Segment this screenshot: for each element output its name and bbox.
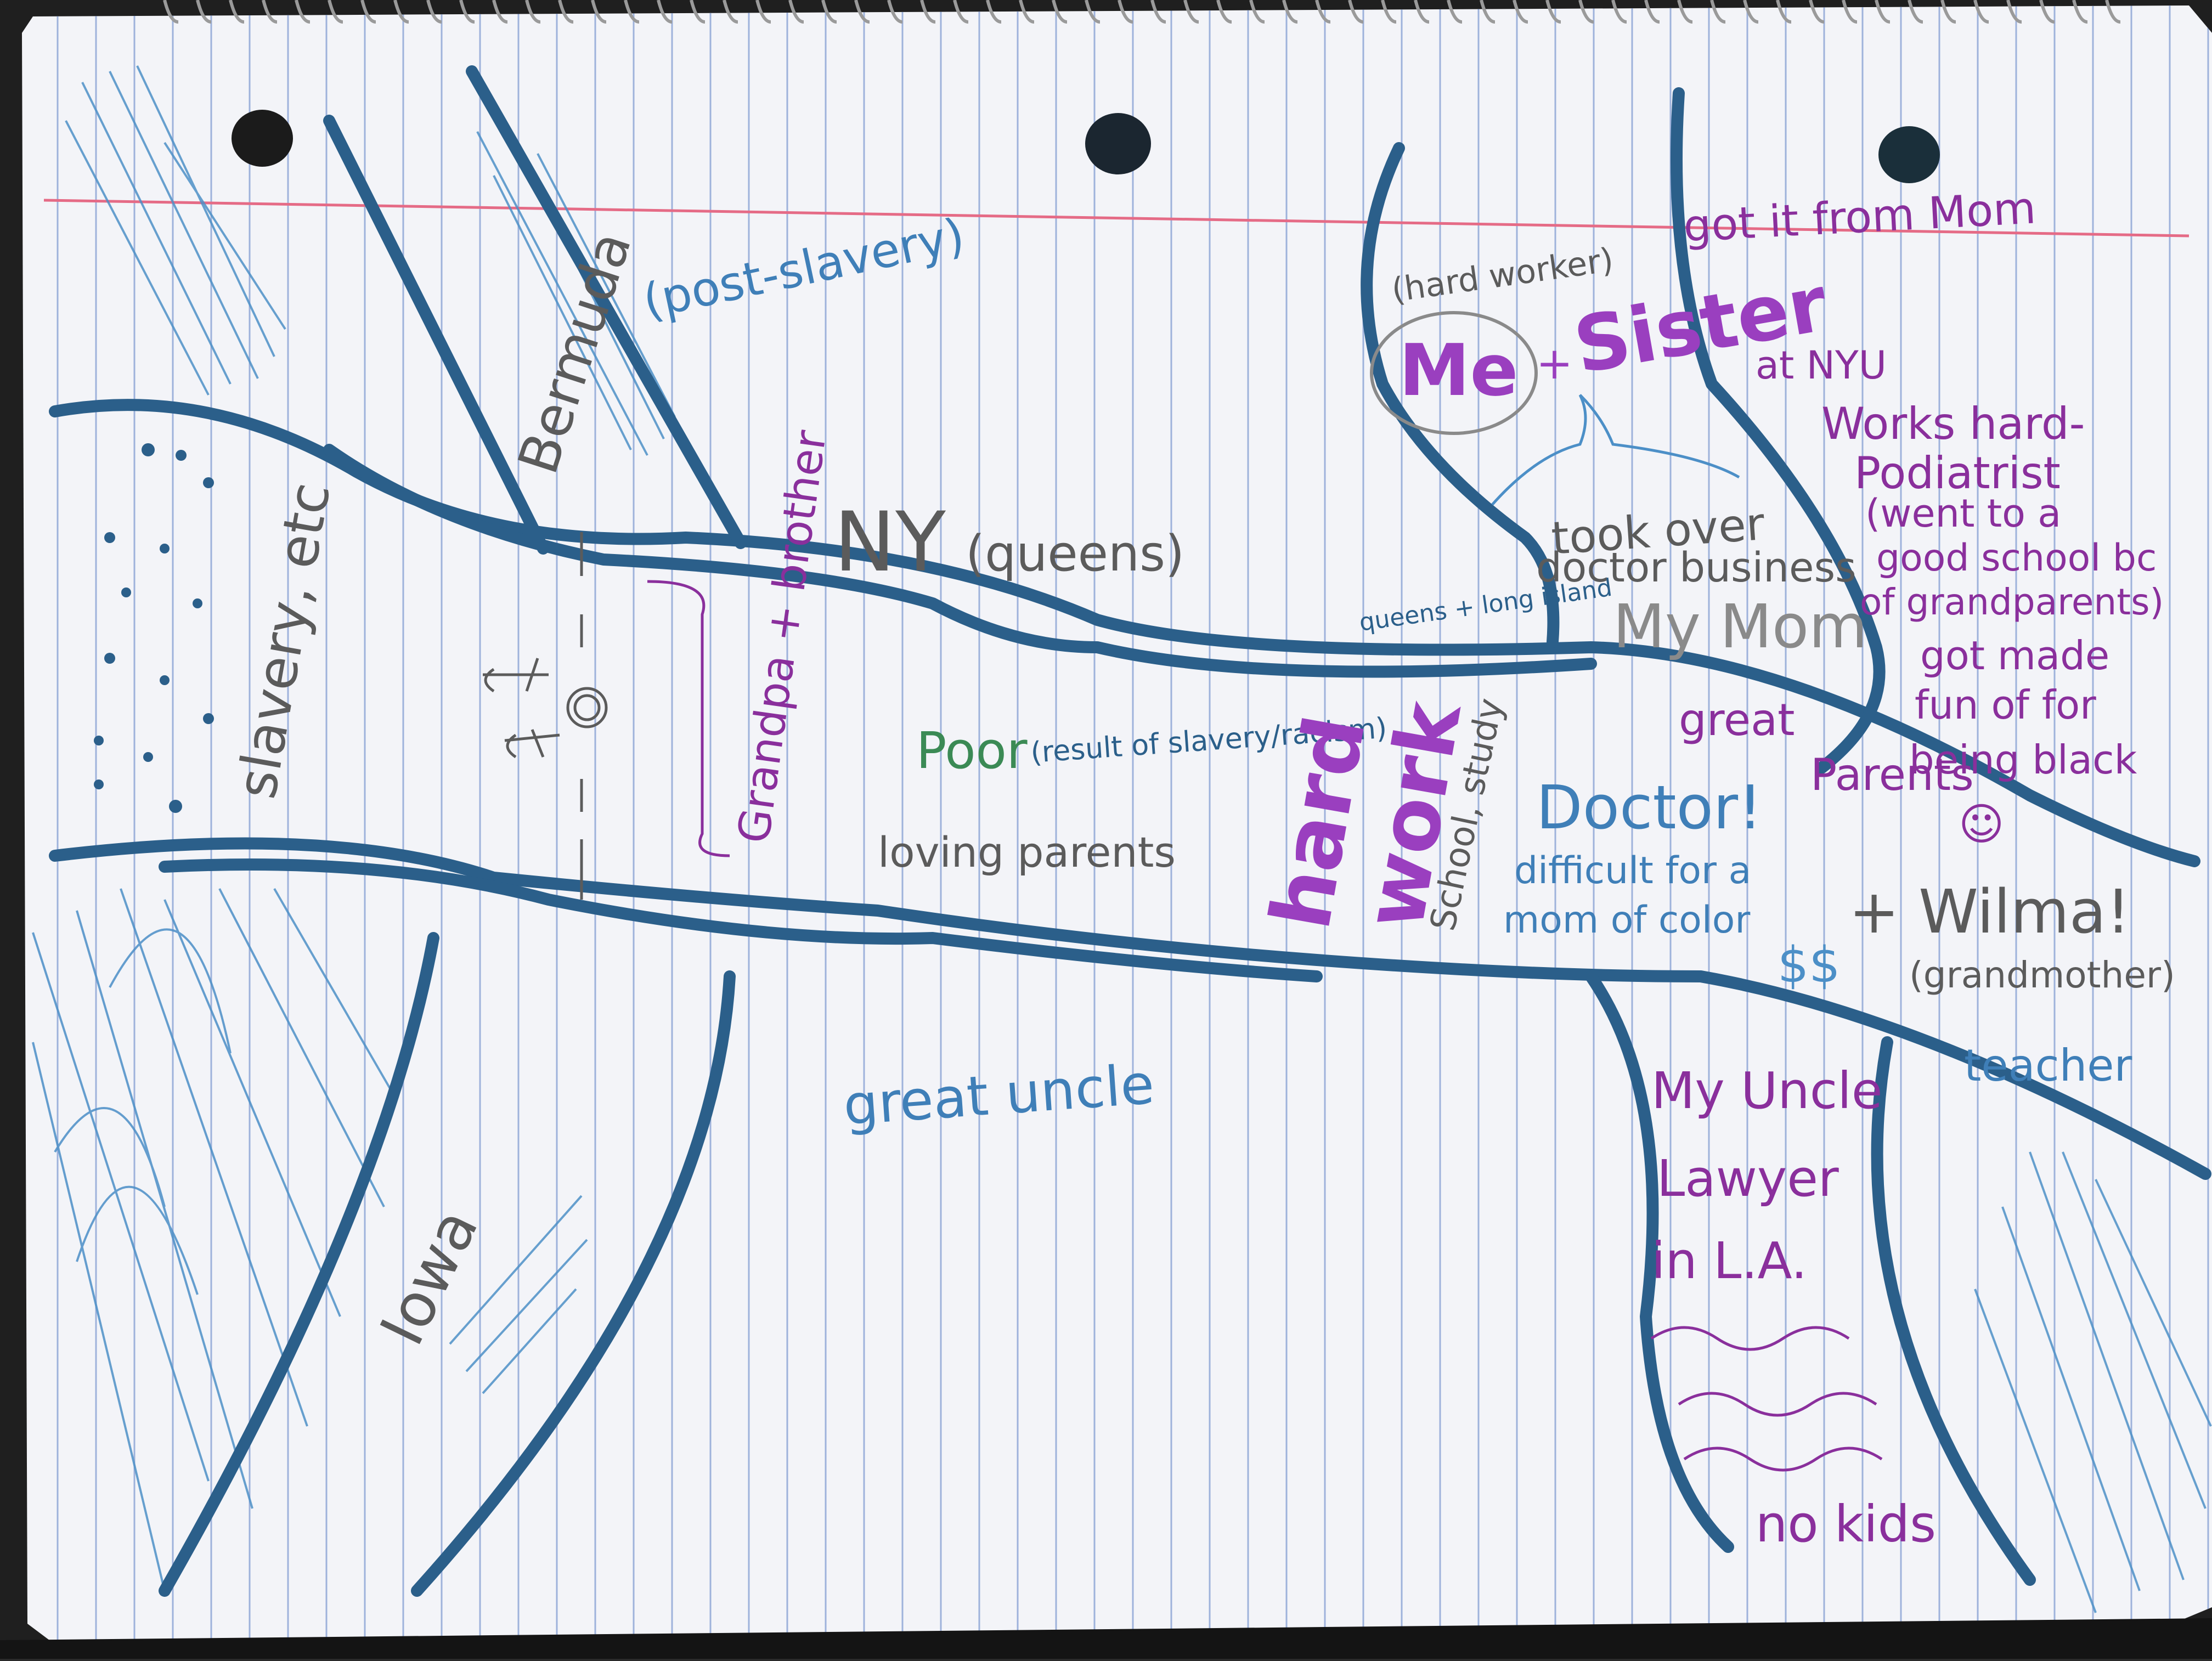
- label-ny: NY: [834, 495, 946, 590]
- wavy-line-1: [1650, 1326, 1850, 1351]
- label-mom-of-color: mom of color: [1503, 899, 1750, 942]
- label-good-school: good school bc: [1876, 536, 2157, 580]
- hatch-areas: [32, 65, 2212, 1613]
- label-podiatrist: Podiatrist: [1854, 448, 2061, 499]
- margin-line: [43, 199, 2190, 238]
- label-poor: Poor: [916, 721, 1028, 780]
- spiral-binding: [163, 0, 2121, 24]
- label-great: great: [1679, 694, 1795, 745]
- label-my-uncle: My Uncle: [1651, 1061, 1882, 1120]
- punch-hole-center: [1085, 113, 1151, 174]
- label-my-mom: My Mom: [1613, 591, 1867, 662]
- figure-sketch: [483, 532, 608, 900]
- label-at-nyu: at NYU: [1756, 343, 1887, 388]
- label-of-grandparents: of grandparents): [1860, 581, 2164, 623]
- label-queens: (queens): [966, 525, 1184, 583]
- label-works-hard: Works hard-: [1821, 398, 2085, 449]
- wavy-line-3: [1683, 1447, 1883, 1472]
- label-being-black: being black: [1909, 737, 2137, 783]
- label-loving-parents: loving parents: [878, 828, 1176, 877]
- children-brace: [1491, 394, 1740, 506]
- ruled-lines: [22, 5, 2212, 1640]
- bottom-shadow: [0, 1618, 2212, 1659]
- grandpa-brace: [647, 580, 730, 857]
- label-money: $$: [1778, 936, 1841, 994]
- label-difficult: difficult for a: [1514, 849, 1751, 892]
- label-fun-of-for: fun of for: [1915, 682, 2096, 728]
- punch-hole-right: [1878, 126, 1940, 183]
- river-lines: [49, 65, 2211, 1597]
- label-doctor-business: doctor business: [1536, 544, 1857, 591]
- label-lawyer: Lawyer: [1657, 1149, 1839, 1208]
- label-grandmother: (grandmother): [1909, 954, 2175, 996]
- label-doctor: Doctor!: [1536, 772, 1762, 843]
- wavy-line-2: [1678, 1392, 1877, 1417]
- punch-hole-left: [232, 110, 293, 167]
- smiley-icon: ☺: [1959, 799, 2004, 850]
- label-parents: Parents: [1810, 749, 1974, 800]
- dots: [94, 443, 214, 813]
- label-no-kids: no kids: [1756, 1495, 1936, 1553]
- label-wilma: + Wilma!: [1849, 877, 2130, 947]
- label-in-la: in L.A.: [1651, 1231, 1807, 1290]
- label-got-made: got made: [1920, 632, 2109, 679]
- label-me: Me: [1399, 329, 1519, 412]
- me-circle: [1370, 311, 1538, 435]
- label-plus: +: [1536, 338, 1573, 389]
- label-teacher: teacher: [1964, 1040, 2132, 1091]
- label-went-to: (went to a: [1865, 491, 2061, 536]
